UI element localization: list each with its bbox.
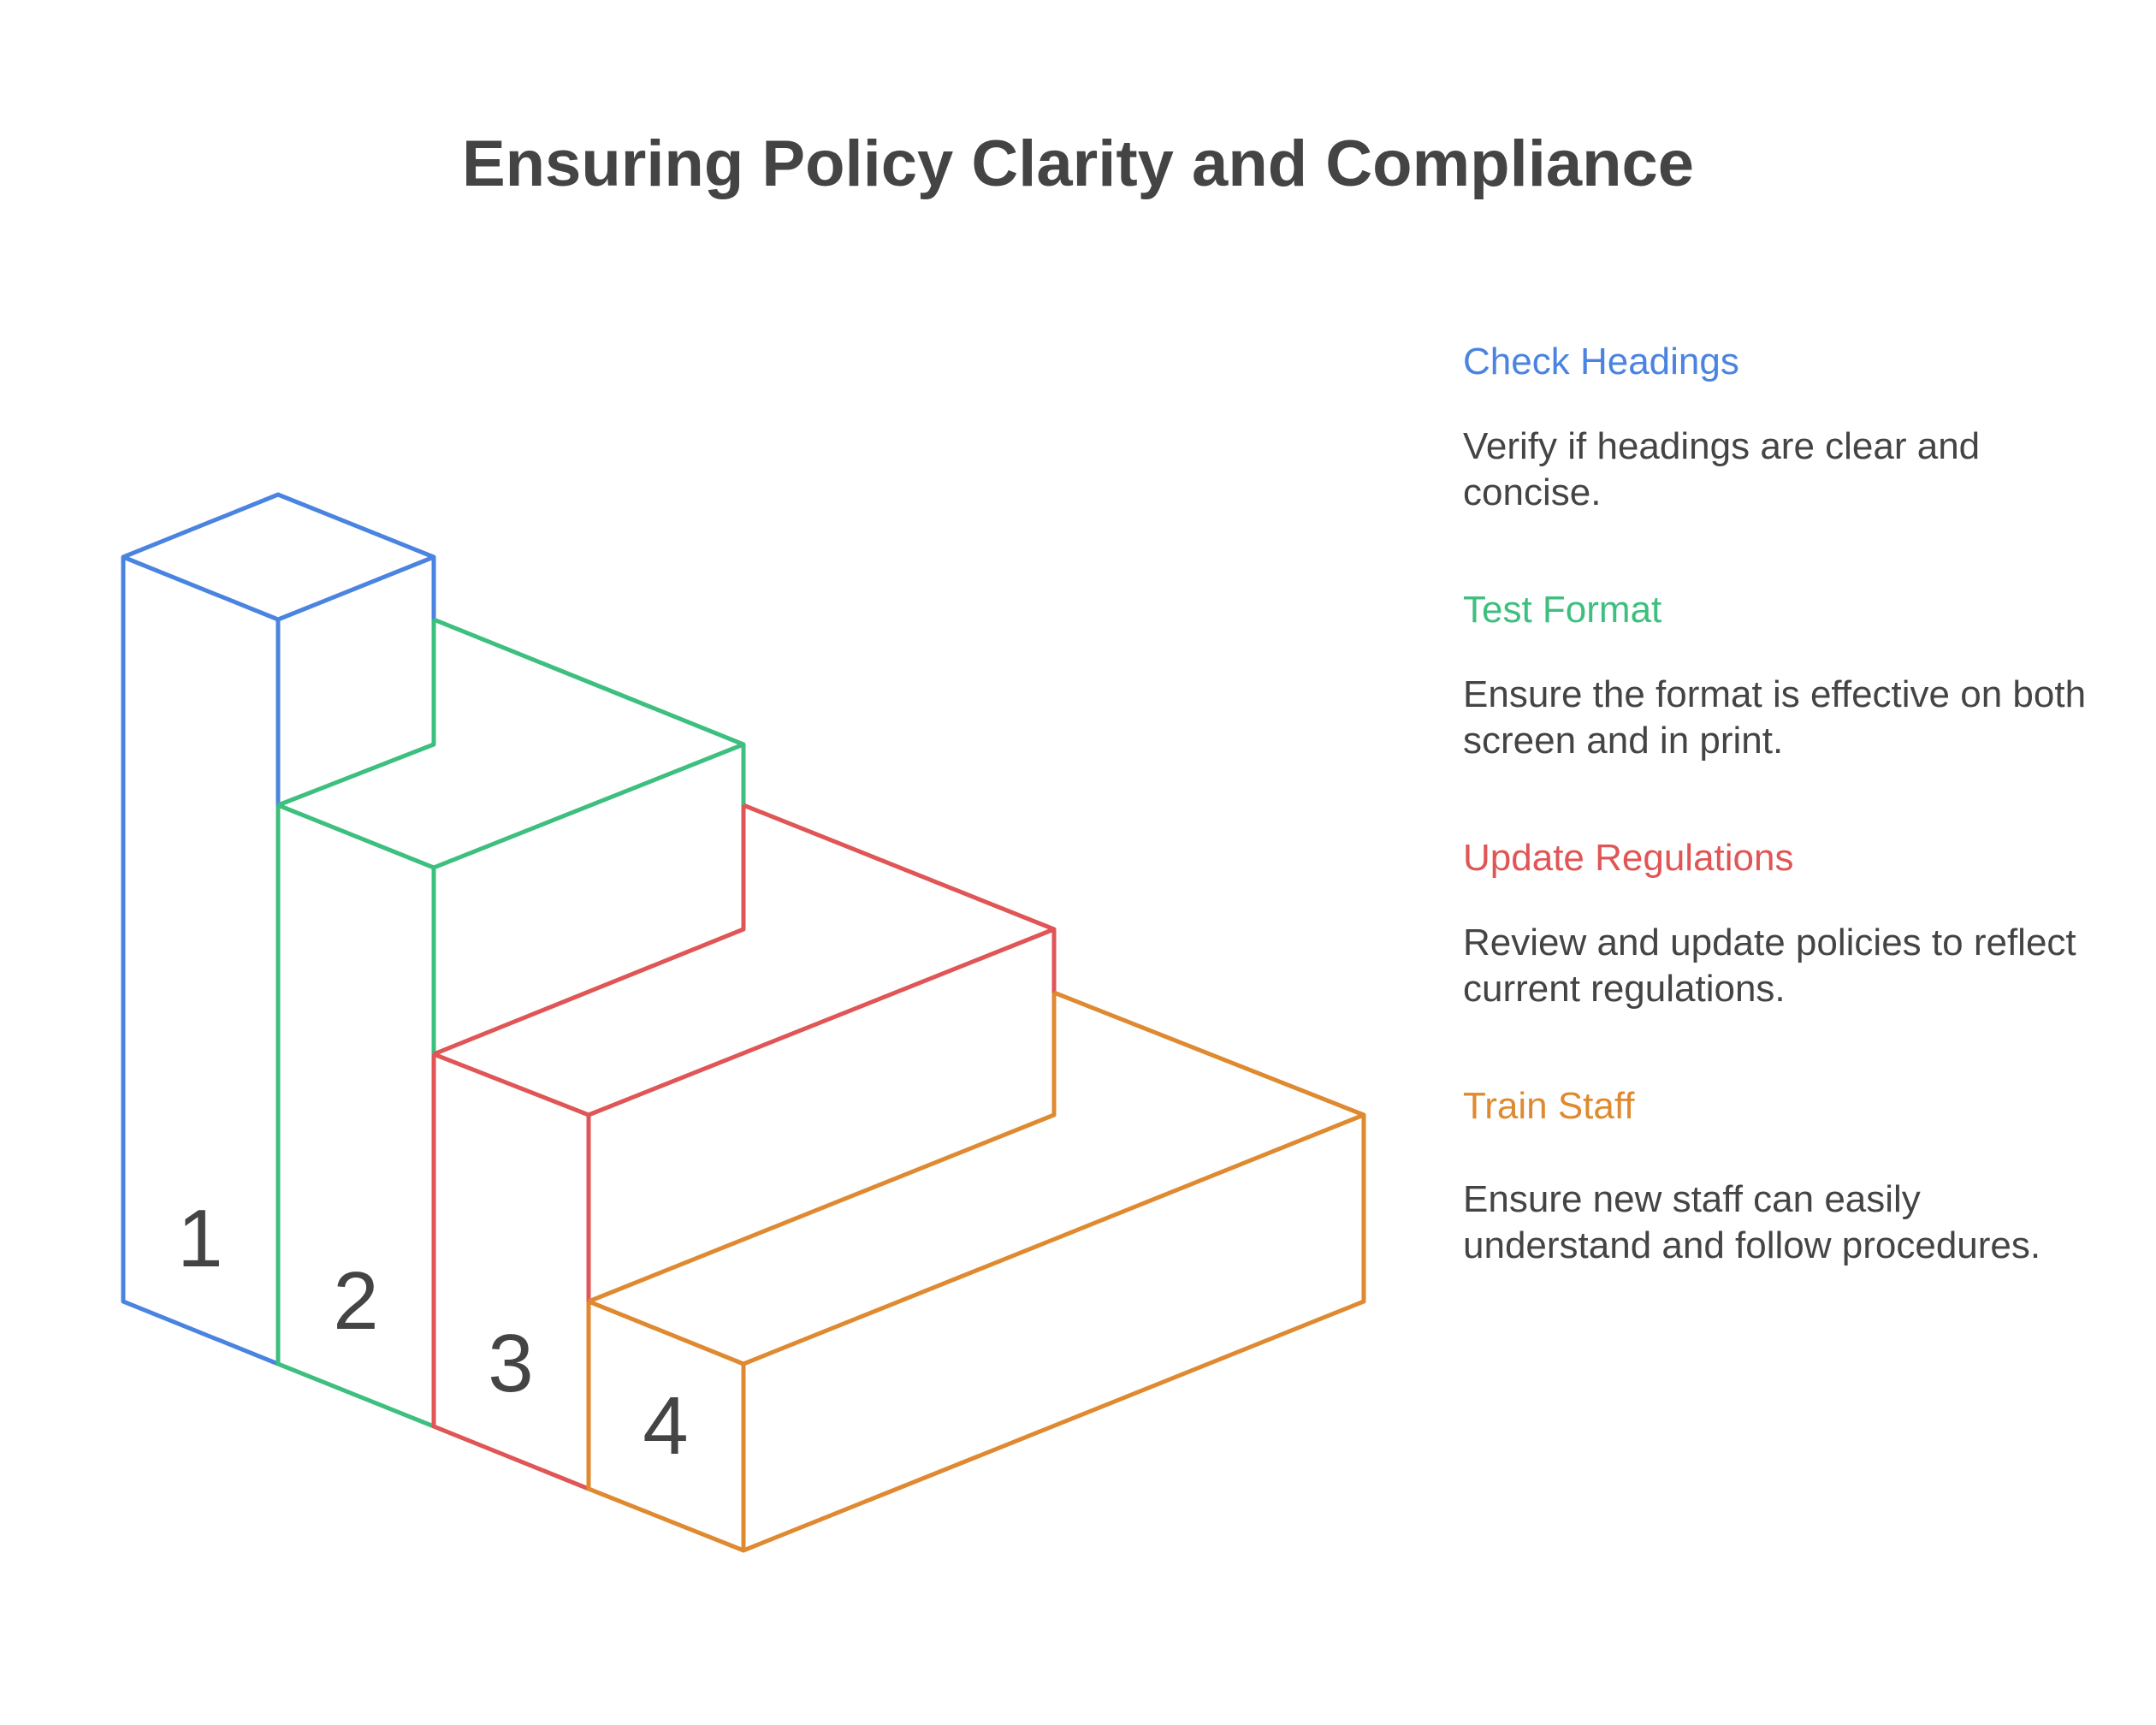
step-2-description: Ensure the format is effective on both s… xyxy=(1463,673,2087,762)
step-4-number: 4 xyxy=(643,1380,688,1472)
step-4-description: Ensure new staff can easily understand a… xyxy=(1463,1178,2041,1266)
step-1-label: Check Headings xyxy=(1463,341,1739,382)
step-2-text: Test Format Ensure the format is effecti… xyxy=(1463,586,2113,762)
step-3-number: 3 xyxy=(488,1318,533,1409)
step-4-block xyxy=(586,990,1366,1553)
step-1-text: Check Headings Verify if headings are cl… xyxy=(1463,338,2113,513)
step-2-label: Test Format xyxy=(1463,589,1662,631)
step-3-label: Update Regulations xyxy=(1463,837,1794,879)
step-4-label: Train Staff xyxy=(1463,1085,1635,1127)
step-1-description: Verify if headings are clear and concise… xyxy=(1463,425,1981,513)
step-1-number: 1 xyxy=(177,1193,222,1284)
step-2-block xyxy=(275,617,746,1429)
step-3-text: Update Regulations Review and update pol… xyxy=(1463,834,2113,1010)
step-3-block xyxy=(431,803,1057,1491)
step-3-description: Review and update policies to reflect cu… xyxy=(1463,922,2076,1010)
diagram-title: Ensuring Policy Clarity and Compliance xyxy=(461,127,1695,200)
step-4-text: Train Staff Ensure new staff can easily … xyxy=(1463,1082,2113,1266)
step-2-number: 2 xyxy=(333,1255,378,1347)
